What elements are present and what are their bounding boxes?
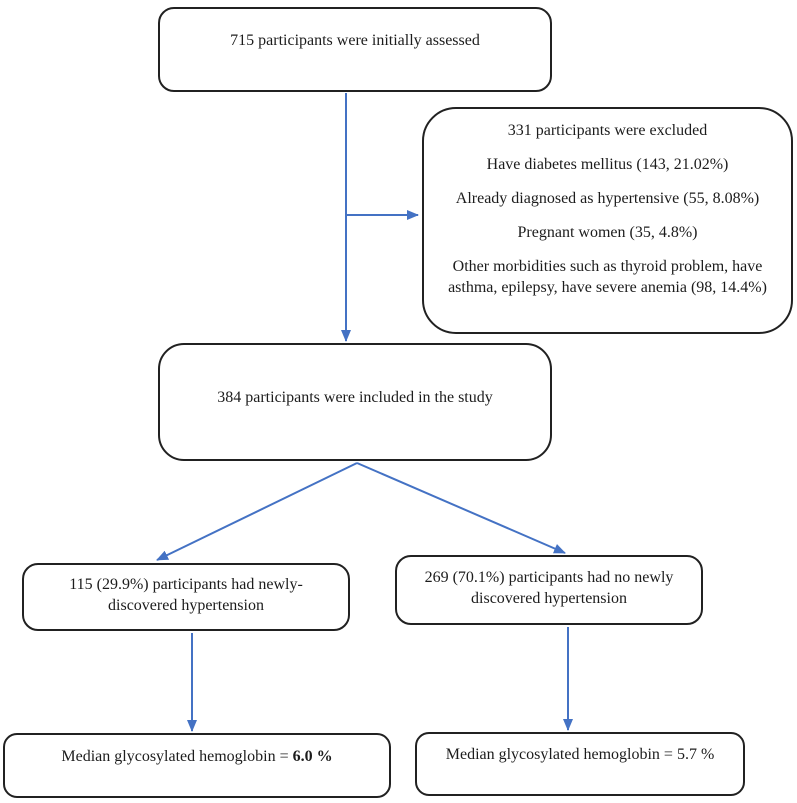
initial-assessment-text: 715 participants were initially assessed bbox=[230, 32, 480, 49]
no-hypertension-box: 269 (70.1%) participants had no newly di… bbox=[395, 555, 703, 625]
no-hypertension-line2: discovered hypertension bbox=[471, 590, 627, 607]
median-right-value: 5.7 % bbox=[676, 746, 715, 763]
median-hemoglobin-right-box: Median glycosylated hemoglobin = 5.7 % bbox=[415, 732, 745, 796]
median-right-label: Median glycosylated hemoglobin = bbox=[445, 746, 677, 763]
excluded-reason-hypertensive: Already diagnosed as hypertensive (55, 8… bbox=[455, 190, 760, 207]
excluded-reason-other: Other morbidities such as thyroid proble… bbox=[448, 258, 767, 296]
included-box: 384 participants were included in the st… bbox=[158, 343, 552, 461]
median-left-value: 6.0 % bbox=[292, 748, 333, 765]
arrow-included-to-newly bbox=[156, 462, 358, 561]
median-left-label: Median glycosylated hemoglobin = bbox=[61, 748, 293, 765]
initial-assessment-box: 715 participants were initially assessed bbox=[158, 7, 552, 92]
arrow-included-to-none bbox=[356, 462, 566, 554]
included-text: 384 participants were included in the st… bbox=[217, 389, 493, 406]
median-hemoglobin-left-box: Median glycosylated hemoglobin = 6.0 % bbox=[3, 733, 391, 798]
excluded-box: 331 participants were excluded Have diab… bbox=[422, 107, 793, 334]
excluded-reason-pregnant: Pregnant women (35, 4.8%) bbox=[517, 224, 698, 241]
newly-hypertension-line2: discovered hypertension bbox=[108, 597, 264, 614]
newly-hypertension-line1: 115 (29.9%) participants had newly- bbox=[69, 576, 303, 593]
newly-hypertension-box: 115 (29.9%) participants had newly- disc… bbox=[22, 563, 350, 631]
excluded-reason-diabetes: Have diabetes mellitus (143, 21.02%) bbox=[486, 156, 729, 173]
excluded-title: 331 participants were excluded bbox=[507, 122, 708, 139]
no-hypertension-line1: 269 (70.1%) participants had no newly bbox=[424, 569, 674, 586]
